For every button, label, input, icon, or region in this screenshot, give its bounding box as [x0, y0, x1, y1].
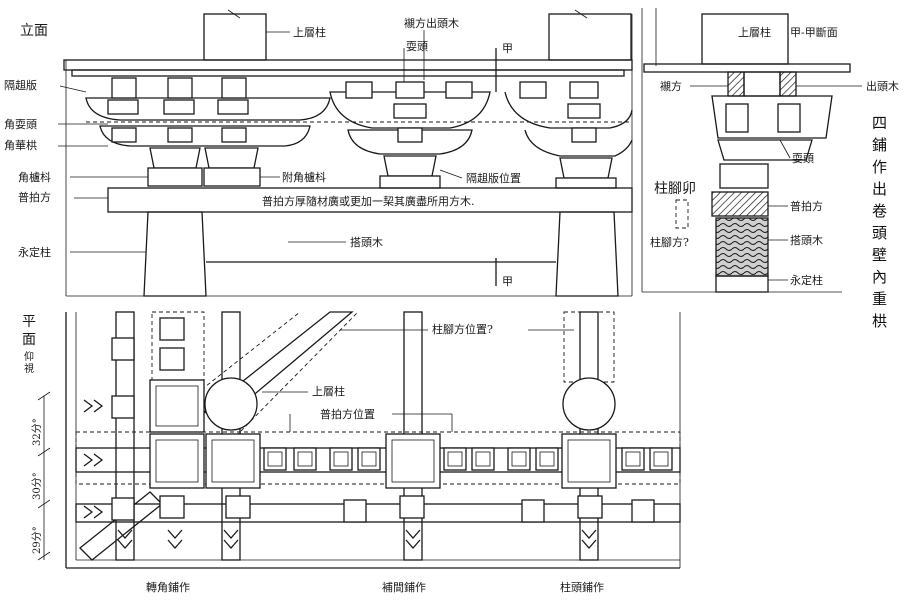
- section-bracket-body: [711, 95, 833, 139]
- pu-pai-fang-note: 普拍方厚隨材廣或更加一栔其廣盡所用方木.: [262, 194, 475, 208]
- section-label-pu-pai-fang: 普拍方: [790, 199, 823, 213]
- section-label-chen-fang: 襯方: [660, 79, 682, 93]
- plan-subtitle-2: 視: [24, 362, 34, 375]
- label-fu-jiao-lu-dou: 附角櫨枓: [282, 170, 326, 184]
- dimension-29: 29分°: [31, 526, 43, 554]
- yongding-post-right: [555, 211, 619, 297]
- side-caption-char: 內: [872, 268, 887, 286]
- label-upper-column: 上層柱: [293, 25, 326, 39]
- side-caption-char: 栱: [872, 312, 887, 330]
- side-caption-char: 鋪: [872, 136, 887, 154]
- label-gequ-ban-pos: 隔趄版位置: [466, 171, 521, 185]
- section-label-datou-mu: 搭頭木: [790, 234, 823, 247]
- label-jiao-lu-dou: 角櫨枓: [18, 170, 51, 184]
- section-label-zhu-jiao-mao: 柱腳卯: [654, 181, 696, 197]
- plan-label-zhu-jiao-fang-pos: 柱腳方位置?: [432, 322, 493, 336]
- section-label-shuatou: 耍頭: [792, 152, 814, 165]
- plan-upper-column-right: [562, 377, 616, 431]
- elevation-title: 立面: [20, 23, 48, 39]
- dimension-32: 32分°: [31, 418, 43, 446]
- plan-label-pu-pai-fang-pos: 普拍方位置: [320, 407, 375, 421]
- plan-label-corner: 轉角鋪作: [146, 580, 190, 594]
- plan-view: 平 面 仰 視: [22, 311, 681, 594]
- plan-dimensions: 32分° 30分° 29分°: [31, 391, 51, 561]
- label-datou-mu: 搭頭木: [350, 236, 383, 249]
- side-caption-char: 作: [872, 158, 887, 176]
- section-pu-pai-fang: [711, 191, 769, 217]
- elevation-view: 立面: [4, 9, 633, 297]
- plan-title-1: 平: [22, 314, 36, 330]
- side-caption-char: 頭: [872, 224, 887, 242]
- section-datou-mu: [715, 217, 769, 277]
- lintel-beam: [63, 59, 633, 71]
- label-shuatou: 耍頭: [406, 40, 428, 53]
- upper-column-left: [203, 13, 267, 61]
- section-label-yongding-zhu: 永定柱: [790, 273, 823, 287]
- section-mark-bottom: 甲: [502, 275, 513, 288]
- plan-upper-column-left: [204, 377, 258, 431]
- side-caption-char: 重: [872, 290, 887, 308]
- dimension-30: 30分°: [31, 472, 43, 500]
- section-view: 上層柱 甲-甲斷面 襯方 出頭木 耍頭 柱腳卯 普拍方 柱腳方? 搭頭木 永定柱: [641, 8, 899, 293]
- label-jiao-huagong: 角華栱: [4, 138, 37, 152]
- section-upper-column: [701, 13, 789, 65]
- section-top-beam: [643, 63, 851, 73]
- plan-small-blocks: [111, 317, 673, 523]
- lintel-beam-lower: [71, 69, 625, 77]
- label-pu-pai-fang: 普拍方: [18, 190, 51, 204]
- label-lintel-head: 襯方出頭木: [404, 16, 459, 30]
- section-label-chu-tou-mu: 出頭木: [866, 79, 899, 93]
- side-caption-char: 出: [872, 180, 887, 198]
- side-caption-char: 卷: [872, 202, 887, 220]
- label-yongding-zhu: 永定柱: [18, 245, 51, 259]
- plan-chevrons: [83, 399, 597, 549]
- plan-label-intermediate: 補間鋪作: [382, 580, 426, 594]
- plan-label-upper-column: 上層柱: [312, 384, 345, 398]
- label-jiao-shuatou: 角耍頭: [4, 118, 37, 131]
- upper-column-right: [548, 13, 632, 61]
- yongding-post-left: [143, 211, 207, 297]
- section-mark-top: 甲: [502, 42, 513, 55]
- side-caption-char: 四: [872, 114, 887, 132]
- plan-caps: [149, 379, 617, 489]
- bracket-sets: [85, 77, 633, 189]
- plan-label-column-head: 柱頭鋪作: [560, 580, 604, 594]
- plan-subtitle-1: 仰: [24, 351, 34, 363]
- section-label-upper-column: 上層柱: [738, 25, 771, 39]
- label-gequ-ban: 隔趄版: [4, 78, 37, 92]
- section-title: 甲-甲斷面: [790, 26, 838, 39]
- section-label-zhu-jiao-fang: 柱腳方?: [650, 235, 689, 249]
- side-caption-char: 壁: [872, 246, 887, 264]
- plan-title-2: 面: [22, 332, 36, 348]
